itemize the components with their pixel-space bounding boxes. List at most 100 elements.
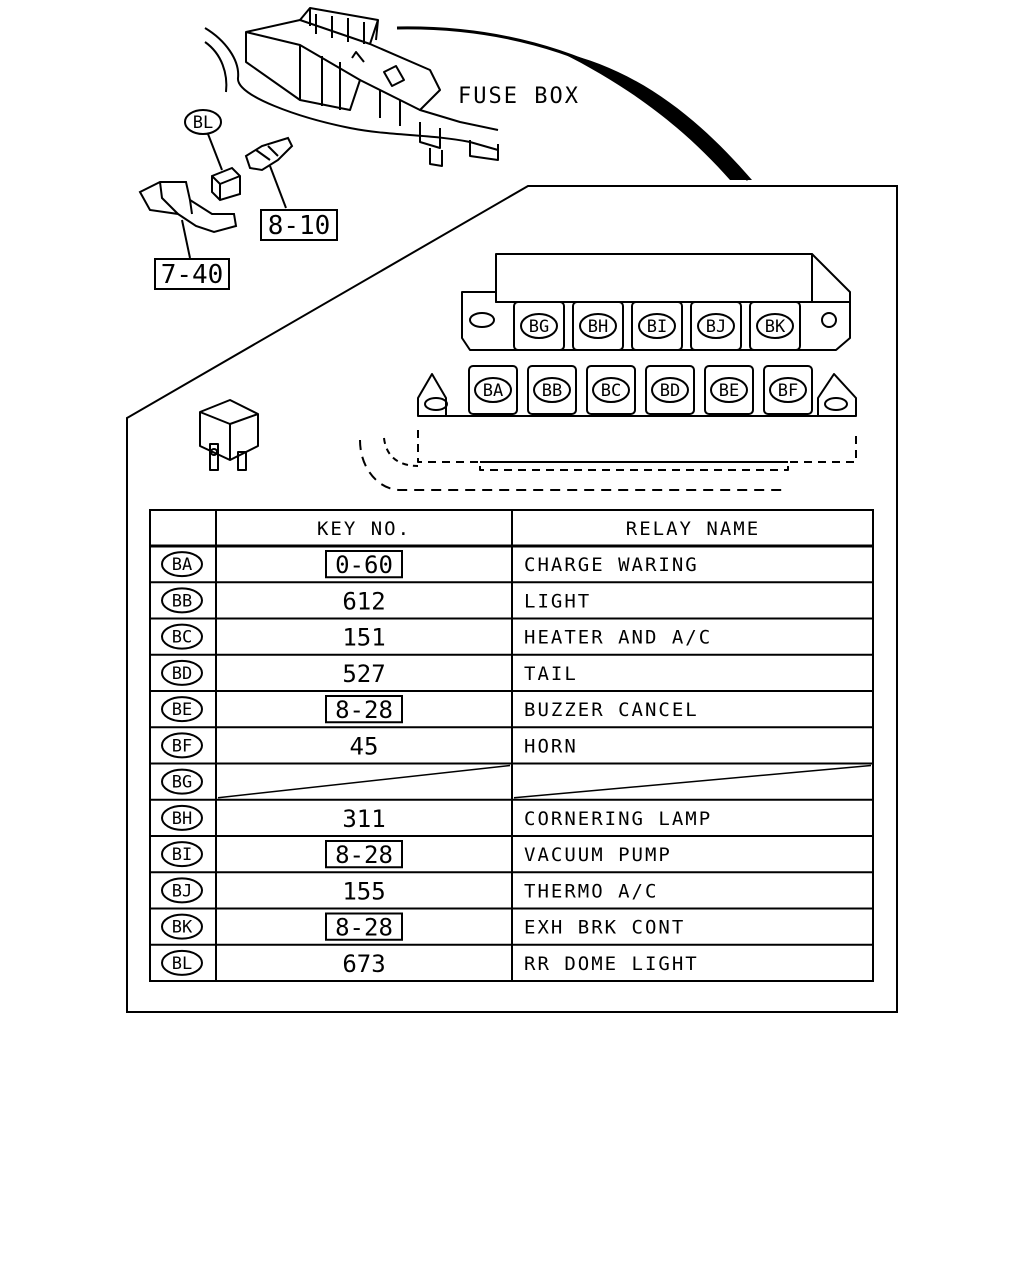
- relay-slot-bg: BG: [513, 301, 565, 351]
- fuse-box-label: FUSE BOX: [458, 84, 580, 109]
- key-no-box: [325, 695, 403, 724]
- ref-8-10-box: 8-10: [260, 209, 338, 241]
- row-code: BD: [172, 664, 192, 684]
- relay-slot-code: BI: [647, 317, 667, 337]
- header-key-no: KEY NO.: [317, 518, 411, 540]
- relay-name: EXH BRK CONT: [524, 917, 685, 939]
- code-badge: [161, 949, 203, 976]
- detail-panel-frame: [126, 185, 898, 1013]
- relay-slot-bi: BI: [631, 301, 683, 351]
- row-code: BC: [172, 628, 192, 648]
- relay-slot-bd: BD: [645, 365, 695, 415]
- relay-slot-bc: BC: [586, 365, 636, 415]
- svg-text:8-10: 8-10: [268, 211, 331, 241]
- table-row: BK 8-28 EXH BRK CONT: [150, 912, 873, 946]
- blank-diagonal: [217, 764, 511, 799]
- key-no: 8-28: [335, 841, 393, 869]
- relay-slot-bj: BJ: [690, 301, 742, 351]
- relay-slot-code: BB: [542, 381, 562, 401]
- table-row: BF 45 HORN: [150, 732, 873, 765]
- table-row: BI 8-28 VACUUM PUMP: [150, 840, 873, 874]
- relay-slot-code: BG: [529, 317, 549, 337]
- key-no: 673: [342, 950, 385, 978]
- relay-slot-code: BK: [765, 317, 786, 337]
- relay-slot-code: BH: [588, 317, 608, 337]
- table-row: BA 0-60 CHARGE WARING: [150, 550, 873, 584]
- row-code: BA: [172, 555, 192, 575]
- bl-callout: BL: [184, 109, 223, 171]
- code-badge: [161, 877, 203, 904]
- small-relay-icon: [211, 166, 241, 202]
- key-no: 151: [342, 624, 385, 652]
- relay-name: HEATER AND A/C: [524, 627, 712, 649]
- relay-block-illustration: [359, 253, 857, 491]
- table-row: BL 673 RR DOME LIGHT: [161, 949, 699, 978]
- relay-slot-bh: BH: [572, 301, 624, 351]
- relay-name: LIGHT: [524, 590, 591, 612]
- relay-slots-bottom-row: BA BB BC BD BE BF: [468, 365, 813, 415]
- svg-text:BL: BL: [193, 113, 213, 133]
- key-no: 612: [342, 587, 385, 615]
- row-code: BF: [172, 736, 192, 756]
- code-badge: [161, 659, 203, 686]
- code-badge: [161, 551, 203, 578]
- key-no: 45: [350, 732, 379, 760]
- relay-slot-code: BF: [778, 381, 798, 401]
- table-row: BJ 155 THERMO A/C: [150, 877, 873, 910]
- row-code: BG: [172, 773, 192, 793]
- key-no-box: [325, 912, 403, 941]
- relay-slot-code: BD: [660, 381, 680, 401]
- key-no: 8-28: [335, 914, 393, 942]
- ref-7-40-box: 7-40: [154, 258, 230, 290]
- code-badge: [161, 768, 203, 795]
- row-code: BH: [172, 809, 192, 829]
- table-row: BG: [150, 764, 873, 801]
- row-code: BL: [172, 954, 192, 974]
- key-no-box: [325, 840, 403, 869]
- blank-diagonal: [513, 764, 872, 799]
- code-badge: [161, 804, 203, 831]
- bracket-part-icon: [138, 181, 238, 259]
- code-badge: [161, 841, 203, 868]
- header-relay-name: RELAY NAME: [626, 518, 760, 540]
- relay-slot-bf: BF: [763, 365, 813, 415]
- relay-name: HORN: [524, 735, 578, 757]
- relay-slot-code: BA: [483, 381, 503, 401]
- table-row: BE 8-28 BUZZER CANCEL: [150, 695, 873, 729]
- key-no: 8-28: [335, 696, 393, 724]
- relay-name: THERMO A/C: [524, 880, 658, 902]
- key-no: 155: [342, 877, 385, 905]
- relay-name: VACUUM PUMP: [524, 844, 672, 866]
- relay-slot-bb: BB: [527, 365, 577, 415]
- row-code: BE: [172, 700, 192, 720]
- fuse-box-harness-illustration: [204, 7, 499, 167]
- relay-slots-top-row: BG BH BI BJ BK: [513, 301, 801, 351]
- relay-slot-code: BC: [601, 381, 621, 401]
- relay-name: CHARGE WARING: [524, 554, 699, 576]
- code-badge: [161, 623, 203, 650]
- relay-name: CORNERING LAMP: [524, 808, 712, 830]
- relay-slot-bk: BK: [749, 301, 801, 351]
- relay-slot-code: BE: [719, 381, 739, 401]
- relay-name: BUZZER CANCEL: [524, 699, 699, 721]
- row-code: BJ: [172, 881, 192, 901]
- key-no: 311: [342, 805, 385, 833]
- table-row: BC 151 HEATER AND A/C: [150, 623, 873, 656]
- relay-slot-be: BE: [704, 365, 754, 415]
- key-no: 0-60: [335, 551, 393, 579]
- table-row: BH 311 CORNERING LAMP: [150, 804, 873, 837]
- relay-slot-ba: BA: [468, 365, 518, 415]
- relay-name: RR DOME LIGHT: [524, 953, 699, 975]
- key-no-box: [325, 550, 403, 579]
- relay-name: TAIL: [524, 663, 578, 685]
- relay-slot-code: BJ: [706, 317, 726, 337]
- code-badge: [161, 587, 203, 614]
- row-code: BK: [172, 918, 193, 938]
- code-badge: [161, 732, 203, 759]
- row-code: BI: [172, 845, 192, 865]
